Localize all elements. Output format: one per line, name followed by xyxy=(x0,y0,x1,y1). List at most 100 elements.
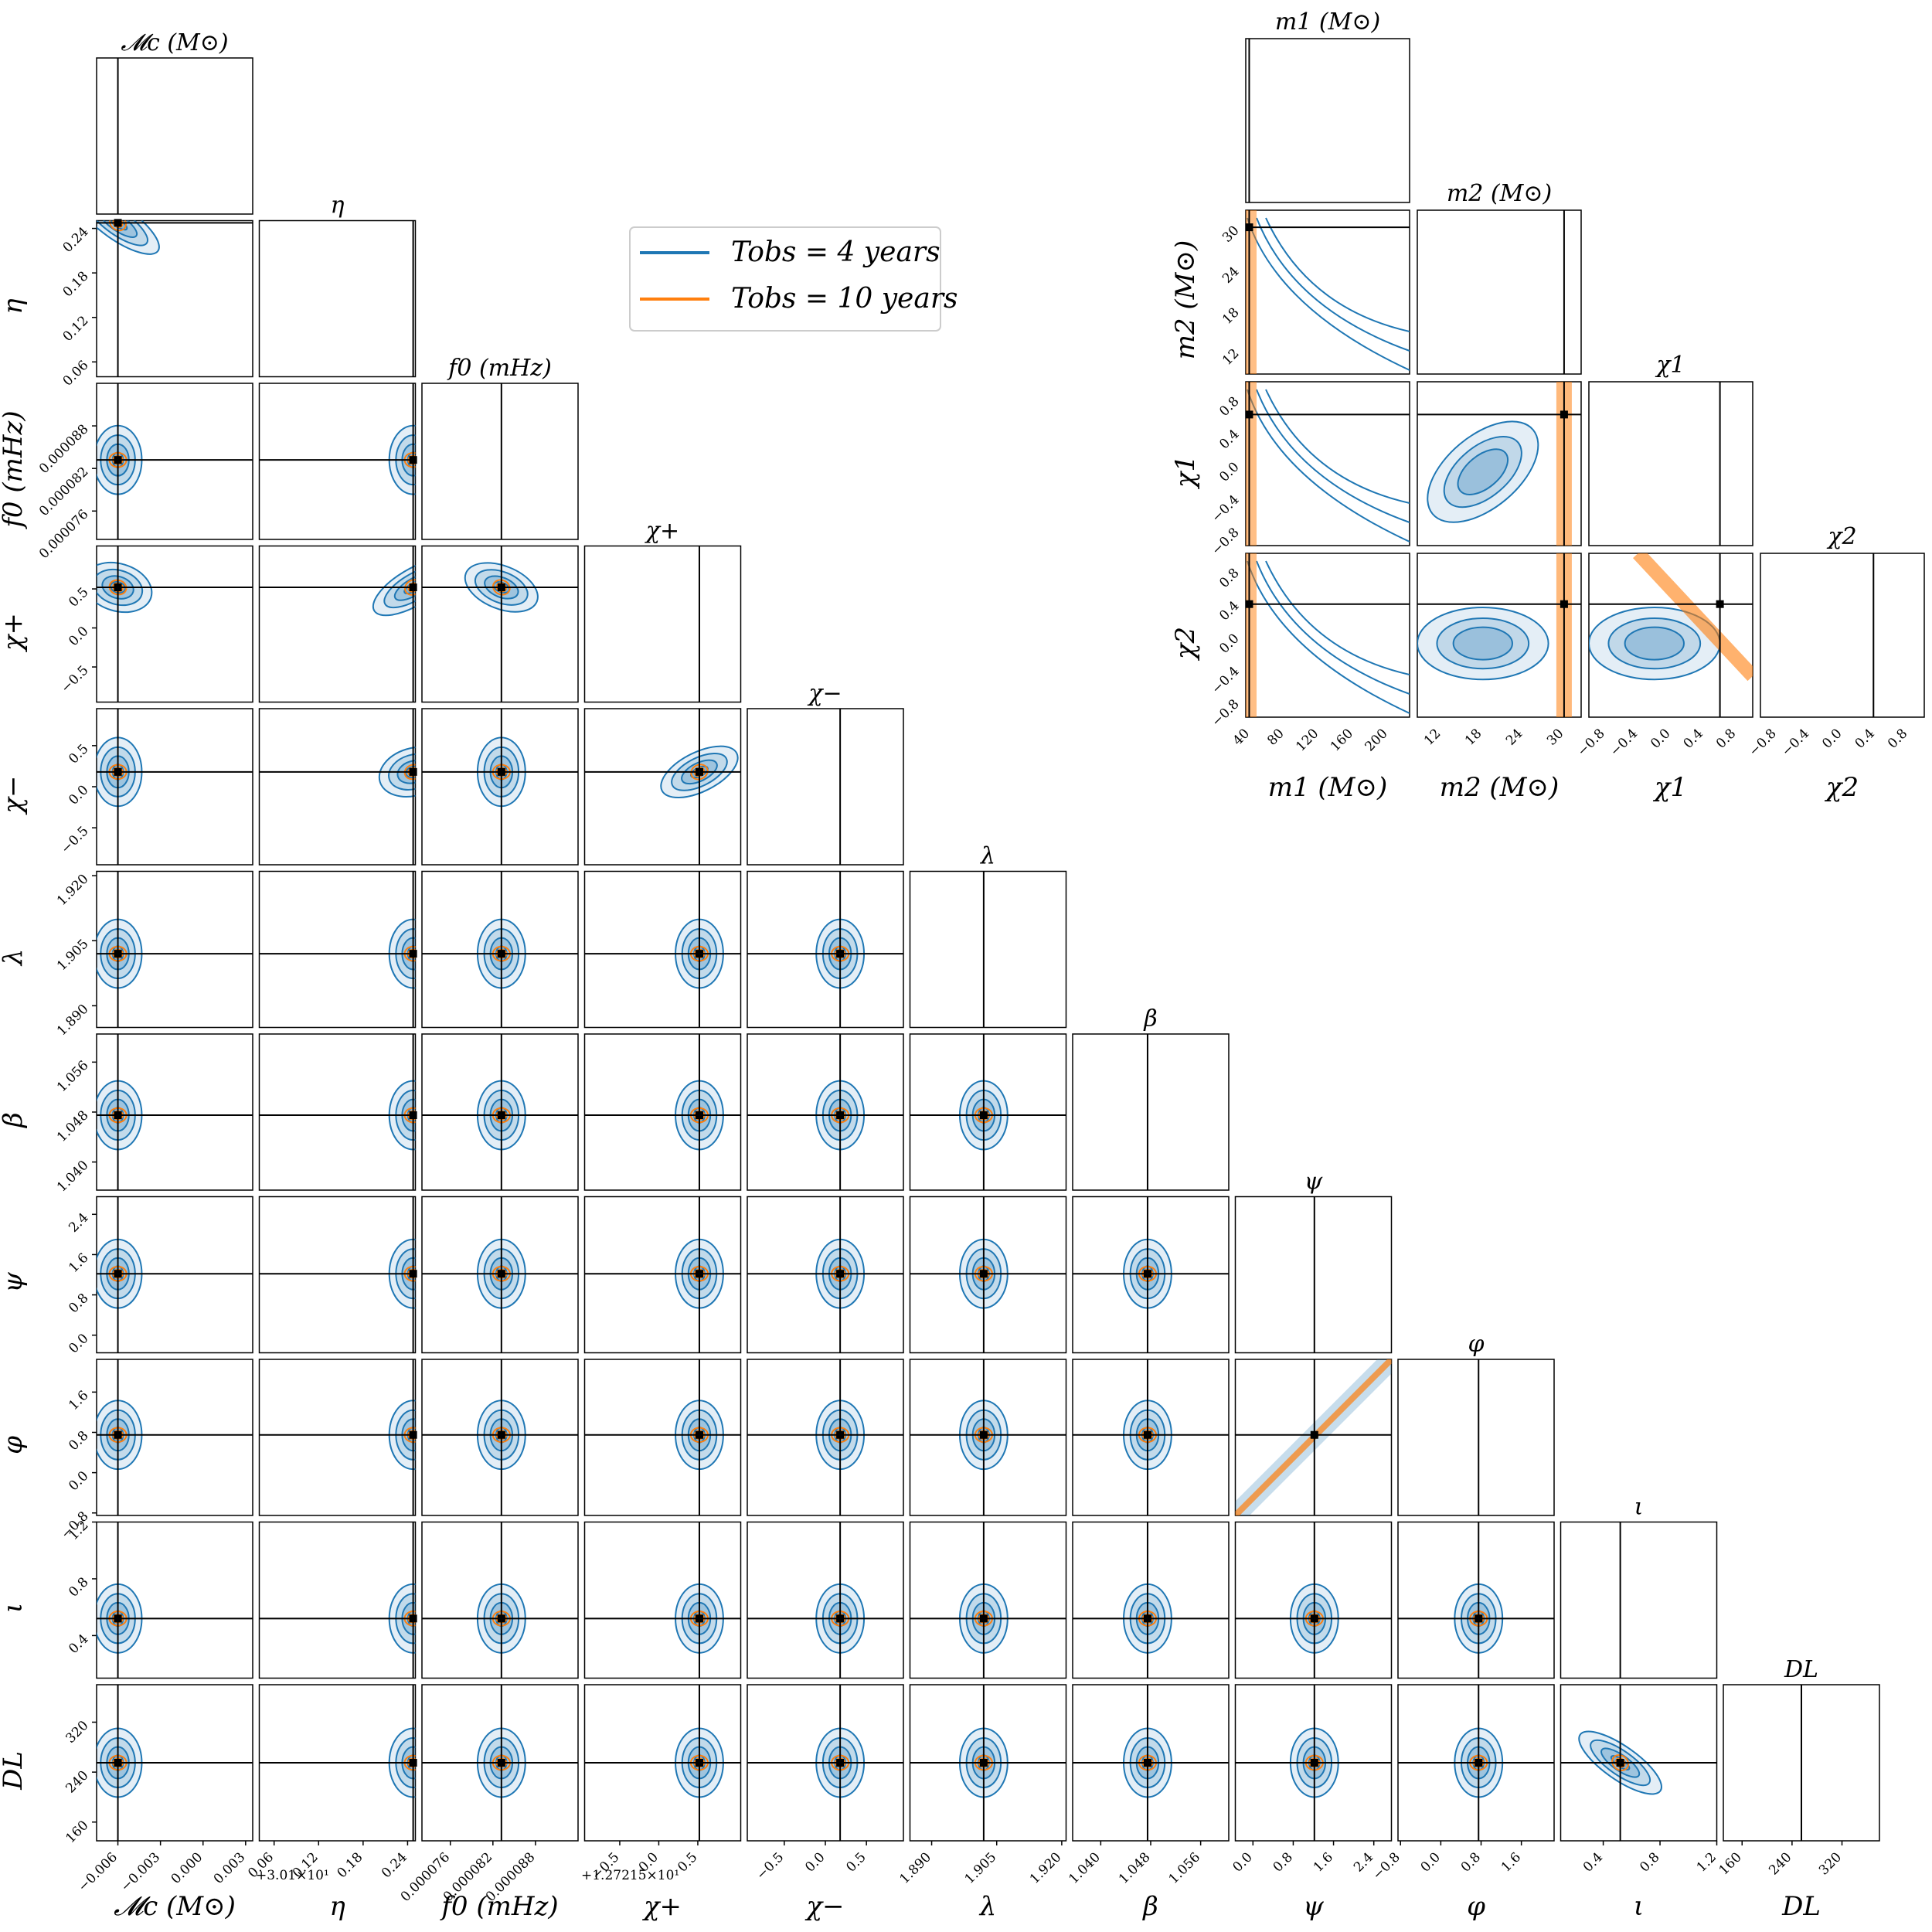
inset-ytick-label-chi2: 0.0 xyxy=(1216,631,1242,656)
panel-title-eta: η xyxy=(331,192,345,219)
panel-f0-phi xyxy=(421,1359,579,1516)
truth-marker xyxy=(695,1614,703,1623)
panel-frame xyxy=(421,708,579,866)
inset-ytick-label-m2: 30 xyxy=(1219,223,1242,245)
panel-frame xyxy=(1417,381,1582,546)
inset-xtick-label-m1: 160 xyxy=(1328,726,1356,754)
truth-marker xyxy=(114,1430,122,1439)
panel-frame xyxy=(96,219,253,378)
xlabel-iota: ι xyxy=(1634,1891,1644,1922)
truth-marker xyxy=(497,583,505,592)
xtick-label-Mc: 0.000 xyxy=(168,1849,206,1887)
xlabel-beta: β xyxy=(1141,1891,1158,1922)
panel-frame xyxy=(909,1521,1067,1679)
panel-frame xyxy=(909,1359,1067,1516)
legend: Tobs = 4 years Tobs = 10 years xyxy=(629,226,958,332)
panel-Mc-eta: 0.060.120.180.24η xyxy=(0,219,253,389)
panel-psi-iota xyxy=(1234,1521,1393,1679)
panel-phi-phi: φ xyxy=(1398,1331,1555,1516)
panel-frame xyxy=(421,870,579,1029)
xtick-label-chim: −0.5 xyxy=(753,1849,787,1883)
ytick-label-DL: 240 xyxy=(63,1768,91,1797)
inset-contours xyxy=(1246,553,1410,717)
panel-lam-psi xyxy=(909,1196,1067,1354)
truth-marker xyxy=(1143,1430,1151,1439)
inset-panel-chi1-chi1: χ1 xyxy=(1589,352,1753,546)
inset-xlabel-chi1: χ1 xyxy=(1653,772,1687,803)
ytick-label-beta: 1.040 xyxy=(54,1158,92,1196)
truth-marker xyxy=(1245,223,1253,232)
panel-psi-phi xyxy=(1234,1359,1393,1516)
inset-contours xyxy=(1246,210,1410,374)
panel-chip-chim xyxy=(583,708,742,866)
ytick-label-chim: 0.0 xyxy=(66,782,91,808)
inset-xtick-label-m1: 120 xyxy=(1293,726,1321,754)
truth-marker xyxy=(497,1759,505,1767)
panel-frame xyxy=(1072,1033,1230,1191)
xlabel-f0: f0 (mHz) xyxy=(439,1891,558,1922)
inset-xtick-label-m1: 40 xyxy=(1230,726,1253,748)
panel-phi-iota xyxy=(1397,1521,1555,1679)
panel-beta-psi xyxy=(1072,1196,1230,1354)
panel-frame xyxy=(1234,1196,1393,1354)
panel-title-DL: DL xyxy=(1784,1656,1818,1683)
panel-frame xyxy=(1245,381,1410,546)
truth-marker xyxy=(114,950,122,958)
panel-frame xyxy=(1072,1359,1230,1516)
inset-ytick-label-chi1: 0.4 xyxy=(1216,427,1242,452)
inset-xtick-label-m2: 12 xyxy=(1421,726,1444,748)
inset-contours xyxy=(1246,382,1410,546)
xtick-label-eta: 0.24 xyxy=(379,1849,410,1881)
ytick-label-psi: 2.4 xyxy=(66,1210,91,1236)
ylabel-chip: χ+ xyxy=(0,613,29,652)
panel-lam-lam: λ xyxy=(910,843,1067,1029)
truth-marker xyxy=(1310,1759,1318,1767)
panel-frame xyxy=(1588,381,1753,546)
inset-xtick-label-chi1: −0.8 xyxy=(1574,726,1607,759)
xtick-label-lam: 1.905 xyxy=(962,1849,1000,1887)
panel-frame xyxy=(747,870,904,1029)
panel-frame xyxy=(96,57,253,215)
xtick-label-beta: 1.048 xyxy=(1116,1849,1154,1887)
panel-beta-iota xyxy=(1072,1521,1230,1679)
truth-marker xyxy=(409,456,417,464)
panel-chim-iota xyxy=(747,1521,904,1679)
xtick-label-beta: 1.040 xyxy=(1066,1849,1104,1887)
truth-marker xyxy=(1310,1430,1318,1439)
truth-marker xyxy=(836,1430,845,1439)
ytick-label-iota: 0.4 xyxy=(66,1631,91,1657)
truth-marker xyxy=(409,1111,417,1120)
panel-eta-chip xyxy=(258,545,417,703)
truth-marker xyxy=(979,1430,988,1439)
xtick-label-phi: 0.8 xyxy=(1458,1849,1484,1875)
ytick-label-lam: 1.905 xyxy=(54,937,92,975)
ytick-label-lam: 1.890 xyxy=(54,1002,92,1039)
panel-frame xyxy=(96,1359,253,1516)
truth-marker xyxy=(114,1111,122,1120)
xtick-label-phi: 1.6 xyxy=(1498,1849,1524,1875)
panel-frame xyxy=(909,1196,1067,1354)
panel-frame xyxy=(1234,1359,1393,1516)
truth-marker xyxy=(695,1111,703,1120)
truth-marker xyxy=(497,950,505,958)
panel-frame xyxy=(421,1033,579,1191)
panel-beta-DL: 1.040 1.048 1.056 β xyxy=(1066,1684,1230,1922)
panel-Mc-iota: 0.40.81.2ι xyxy=(0,1518,253,1679)
inset-ytick-label-chi1: −0.4 xyxy=(1209,492,1242,526)
panel-chim-phi xyxy=(747,1359,904,1516)
xtick-label-DL: 160 xyxy=(1716,1849,1745,1878)
panel-frame xyxy=(583,1033,742,1191)
panel-eta-f0 xyxy=(258,383,417,540)
truth-marker xyxy=(497,1430,505,1439)
inset-ytick-label-m2: 12 xyxy=(1219,345,1242,368)
xtick-label-beta: 1.056 xyxy=(1166,1849,1204,1887)
truth-marker xyxy=(409,1270,417,1278)
panel-frame xyxy=(258,219,417,378)
panel-lam-iota xyxy=(909,1521,1067,1679)
